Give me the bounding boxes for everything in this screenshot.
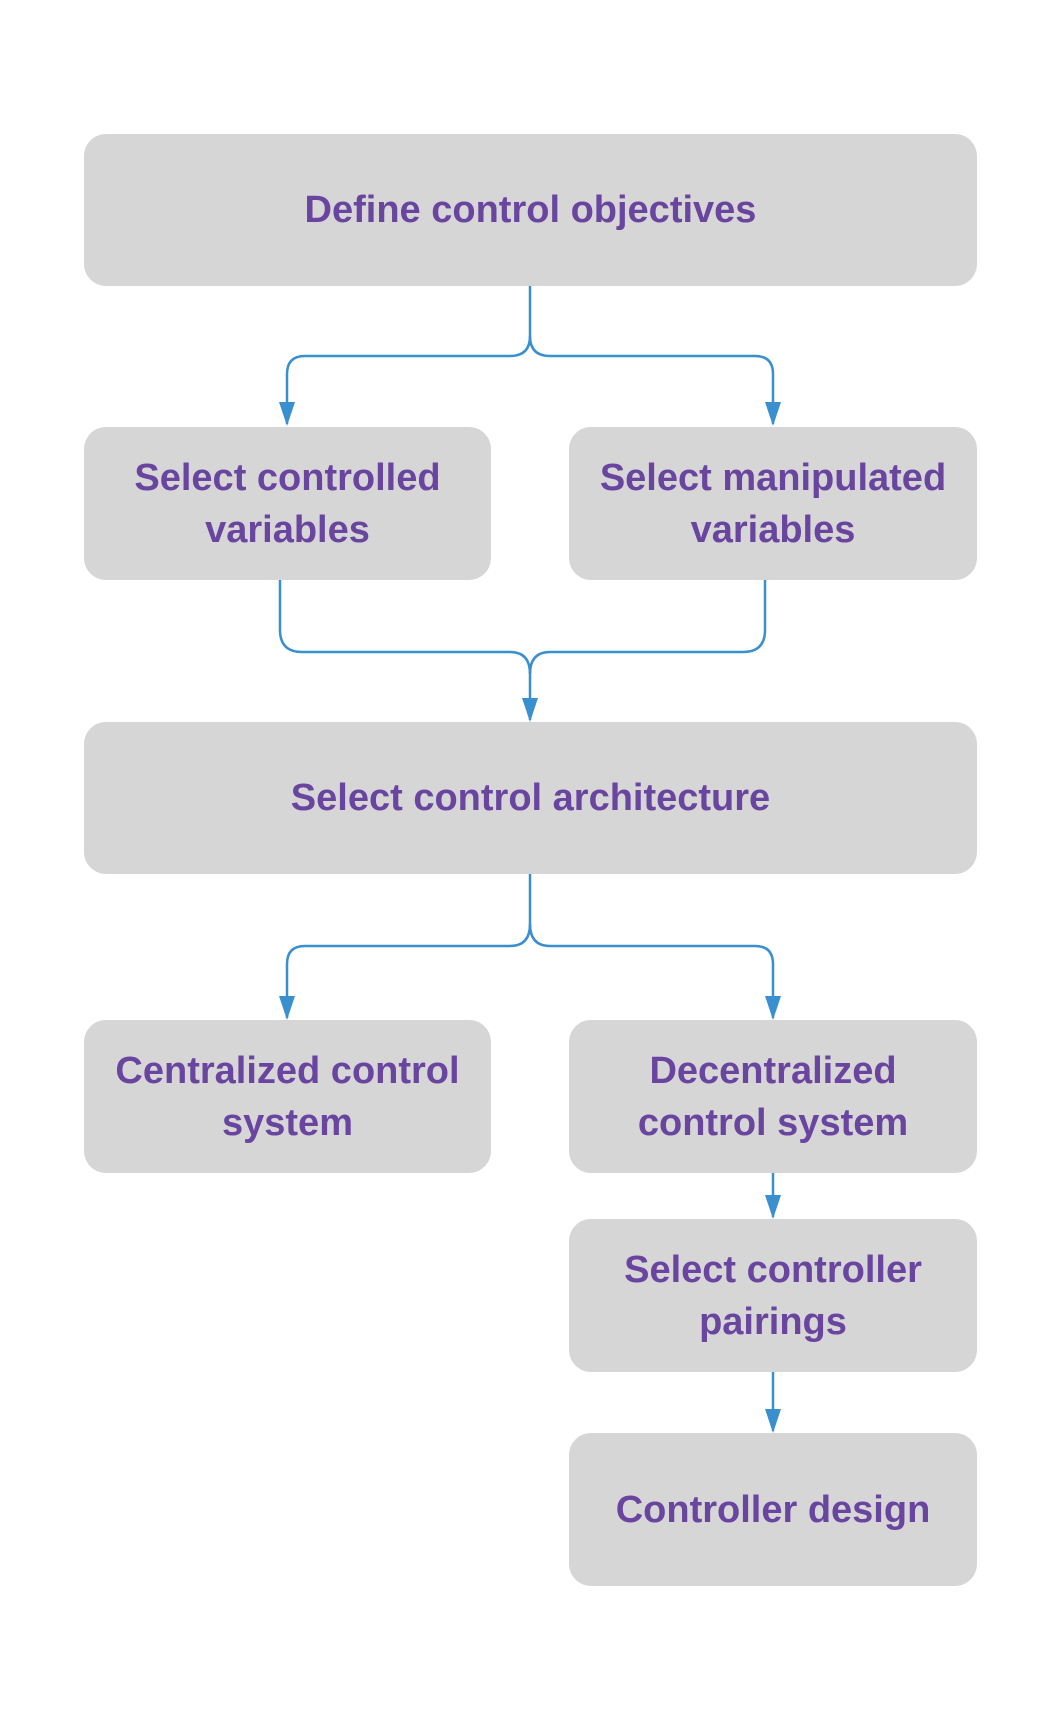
node-controller-pairings: Select controller pairings <box>569 1219 977 1372</box>
node-controlled-variables: Select controlled variables <box>84 427 491 580</box>
node-decentralized-label-line2: control system <box>637 1101 909 1144</box>
edge-define-to-controlled <box>279 286 532 426</box>
node-controller-design: Controller design <box>569 1433 977 1586</box>
edge-architecture-to-centralized <box>279 874 532 1020</box>
node-manipulated-variables-label-line2: variables <box>690 508 856 551</box>
node-controller-pairings-label: Select controller pairings <box>624 1244 922 1348</box>
node-decentralized-label-line1: Decentralized <box>649 1049 897 1092</box>
edge-architecture-to-decentralized <box>528 923 781 1020</box>
node-controlled-variables-label-line2: variables <box>205 508 370 551</box>
node-define-objectives: Define control objectives <box>84 134 977 286</box>
node-decentralized: Decentralized control system <box>569 1020 977 1173</box>
node-controlled-variables-label-line1: Select controlled <box>134 456 441 499</box>
node-controlled-variables-label: Select controlled variables <box>134 452 440 556</box>
edge-controlled-to-architecture <box>278 580 538 722</box>
node-controller-pairings-label-line1: Select controller <box>624 1248 922 1291</box>
node-centralized: Centralized control system <box>84 1020 491 1173</box>
node-manipulated-variables: Select manipulated variables <box>569 427 977 580</box>
node-manipulated-variables-label-line1: Select manipulated <box>599 456 947 499</box>
node-manipulated-variables-label: Select manipulated variables <box>600 452 946 556</box>
node-centralized-label-line2: system <box>222 1101 353 1144</box>
node-centralized-label: Centralized control system <box>115 1045 459 1149</box>
node-centralized-label-line1: Centralized control <box>115 1049 460 1092</box>
edge-manipulated-to-architecture <box>528 580 767 675</box>
node-control-architecture: Select control architecture <box>84 722 977 874</box>
node-decentralized-label: Decentralized control system <box>638 1045 908 1149</box>
node-controller-pairings-label-line2: pairings <box>699 1300 847 1343</box>
node-define-objectives-label: Define control objectives <box>304 189 757 231</box>
edge-define-to-manipulated <box>528 335 781 426</box>
node-controller-design-label: Controller design <box>615 1488 931 1531</box>
node-control-architecture-label: Select control architecture <box>290 777 771 819</box>
